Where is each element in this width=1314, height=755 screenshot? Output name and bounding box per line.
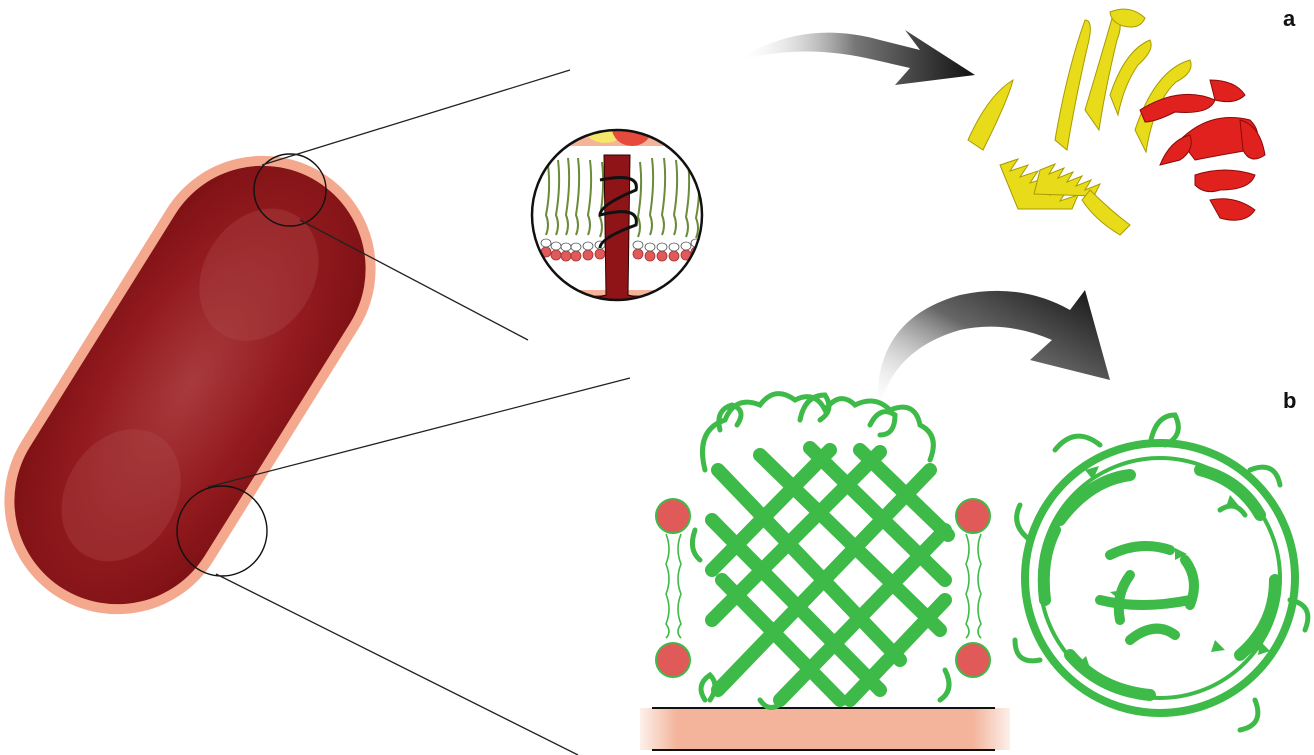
- lipid-pair-right: [956, 499, 990, 677]
- panel-label-a: a: [1283, 6, 1295, 32]
- panel-label-b: b: [1283, 388, 1296, 414]
- beta-barrel-protein-top: [1015, 415, 1308, 730]
- membrane-zoom-inset: [507, 107, 727, 355]
- curved-arrow-a: [735, 30, 975, 85]
- curved-arrow-b: [877, 290, 1110, 415]
- beta-barrel-protein-side: [692, 394, 949, 708]
- protein-structure-a: [968, 9, 1265, 235]
- outer-membrane-band: [640, 708, 1010, 750]
- membrane-anchored-protein: [583, 107, 652, 146]
- bacterium-cell: [0, 113, 418, 657]
- lipid-pair-left: [656, 499, 690, 677]
